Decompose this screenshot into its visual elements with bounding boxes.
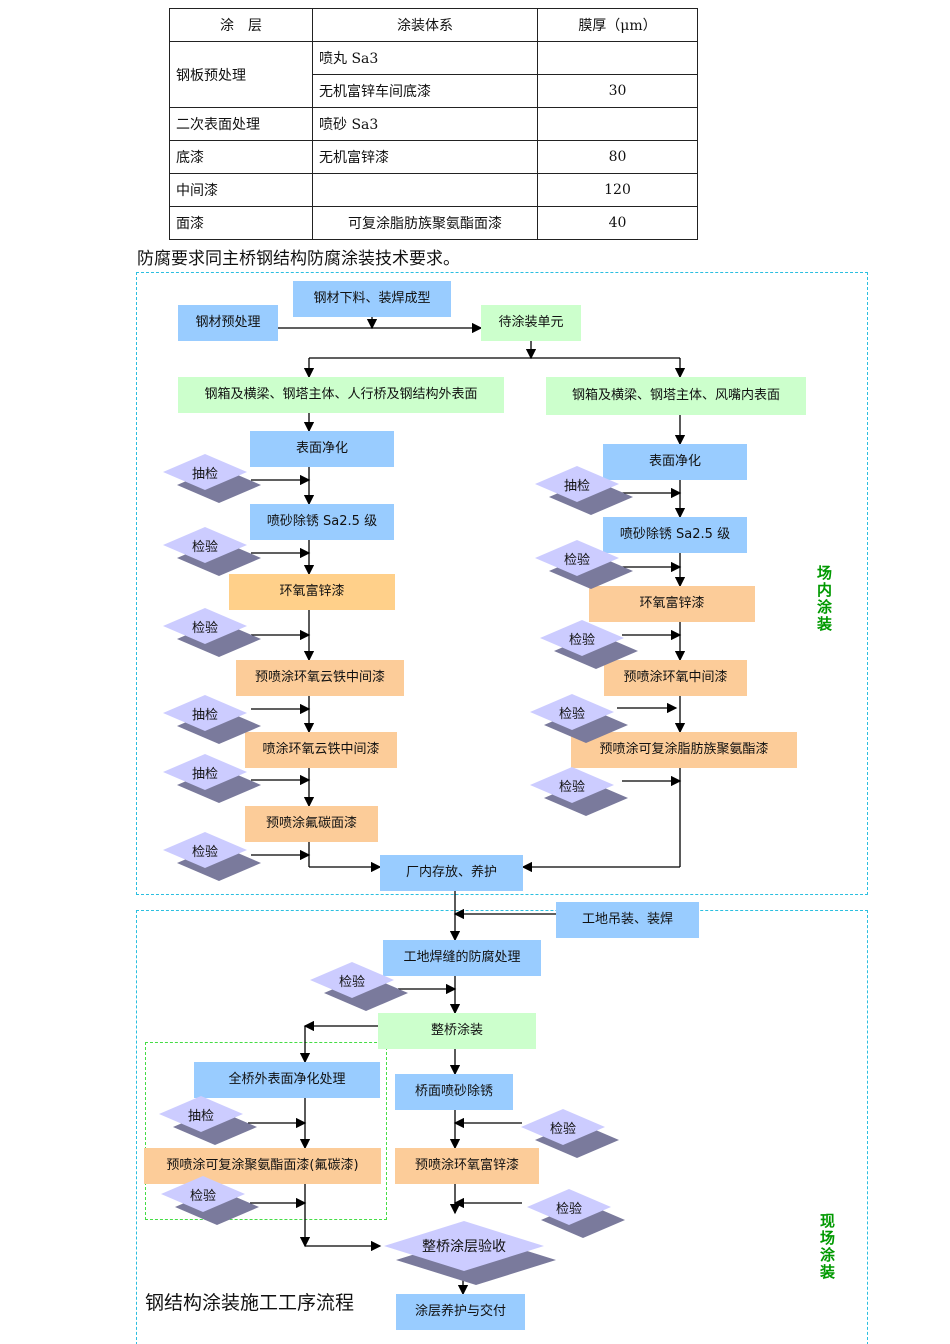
process-box: 预喷涂环氧中间漆 — [604, 660, 747, 696]
cell-layer: 面漆 — [169, 206, 313, 240]
header-layer: 涂 层 — [169, 8, 313, 42]
process-box: 钢材下料、装焊成型 — [293, 281, 451, 317]
inspection-diamond: 检验 — [163, 527, 261, 576]
flow-heading: 钢结构涂装施工工序流程 — [145, 1292, 355, 1314]
inspection-diamond: 抽检 — [163, 754, 261, 803]
process-box: 钢材预处理 — [178, 305, 278, 341]
process-box: 预喷涂可复涂脂肪族聚氨酯漆 — [571, 732, 797, 768]
note-text: 防腐要求同主桥钢结构防腐涂装技术要求。 — [137, 249, 460, 269]
factory-region — [136, 272, 868, 895]
process-box: 钢箱及横梁、钢塔主体、风嘴内表面 — [546, 377, 806, 415]
inspection-diamond: 检验 — [521, 1109, 619, 1158]
inspection-diamond: 检验 — [530, 694, 628, 743]
inspection-diamond: 检验 — [535, 540, 633, 589]
process-box: 钢箱及横梁、钢塔主体、人行桥及钢结构外表面 — [178, 377, 504, 413]
process-box: 喷涂环氧云铁中间漆 — [245, 732, 397, 768]
process-box: 工地焊缝的防腐处理 — [383, 940, 541, 976]
cell-layer: 钢板预处理 — [169, 41, 313, 108]
inspection-diamond: 检验 — [530, 767, 628, 816]
process-box: 整桥涂装 — [378, 1013, 536, 1049]
inspection-diamond: 检验 — [540, 620, 638, 669]
process-box: 待涂装单元 — [481, 305, 581, 341]
inspection-diamond: 检验 — [161, 1176, 259, 1225]
inspection-diamond: 抽检 — [535, 466, 633, 515]
cell-layer: 底漆 — [169, 140, 313, 174]
process-box: 喷砂除锈 Sa2.5 级 — [603, 517, 747, 553]
process-box: 表面净化 — [250, 431, 394, 467]
inspection-diamond: 抽检 — [159, 1096, 257, 1145]
process-box: 预喷涂环氧富锌漆 — [395, 1148, 539, 1184]
process-box: 表面净化 — [603, 444, 747, 480]
site-region — [136, 910, 868, 1344]
header-system: 涂装体系 — [312, 8, 538, 42]
cell-system: 喷砂 Sa3 — [312, 107, 538, 141]
inspection-diamond: 抽检 — [163, 695, 261, 744]
process-box: 桥面喷砂除锈 — [395, 1074, 513, 1110]
cell-system: 无机富锌车间底漆 — [312, 74, 538, 108]
process-box: 喷砂除锈 Sa2.5 级 — [250, 504, 394, 540]
acceptance-diamond: 整桥涂层验收 — [384, 1221, 556, 1285]
cell-system: 无机富锌漆 — [312, 140, 538, 174]
outer-surface-region — [145, 1042, 387, 1220]
site-label: 现场涂装 — [820, 1212, 836, 1281]
process-box: 预喷涂环氧云铁中间漆 — [236, 660, 404, 696]
factory-label: 场内涂装 — [817, 564, 833, 633]
cell-system: 可复涂脂肪族聚氨酯面漆 — [312, 206, 538, 240]
process-box: 涂层养护与交付 — [396, 1294, 525, 1330]
cell-layer: 中间漆 — [169, 173, 313, 207]
process-box: 全桥外表面净化处理 — [194, 1062, 380, 1098]
cell-thickness: 40 — [537, 206, 698, 240]
process-box: 厂内存放、养护 — [380, 855, 523, 891]
process-box: 工地吊装、装焊 — [556, 902, 699, 938]
process-box: 环氧富锌漆 — [229, 574, 395, 610]
process-box: 环氧富锌漆 — [589, 586, 755, 622]
cell-thickness — [537, 41, 698, 75]
process-box: 预喷涂氟碳面漆 — [245, 806, 378, 842]
inspection-diamond: 抽检 — [163, 454, 261, 503]
inspection-diamond: 检验 — [163, 832, 261, 881]
process-box: 预喷涂可复涂聚氨酯面漆(氟碳漆) — [144, 1148, 381, 1184]
inspection-diamond: 检验 — [310, 962, 408, 1011]
inspection-diamond: 检验 — [163, 608, 261, 657]
inspection-diamond: 检验 — [527, 1189, 625, 1238]
cell-thickness: 80 — [537, 140, 698, 174]
